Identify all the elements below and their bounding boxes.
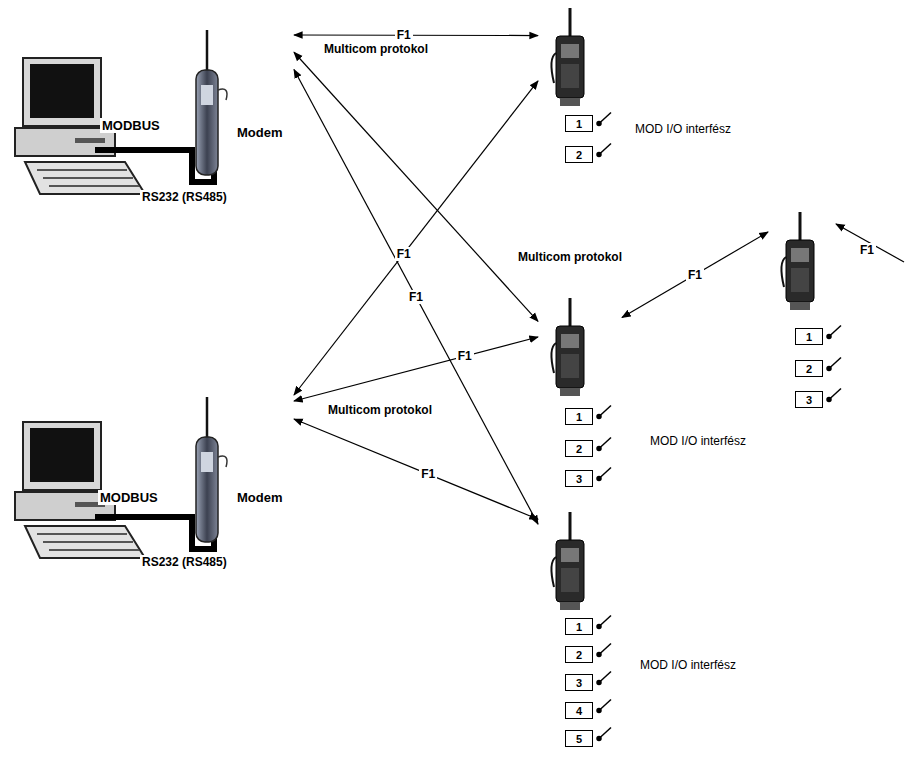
interface-label: MOD I/O interfész <box>640 658 736 672</box>
io-channel-box: 2 <box>565 440 593 457</box>
radio-link <box>622 232 768 318</box>
frequency-label: F1 <box>686 268 704 282</box>
channel-number: 2 <box>806 363 812 375</box>
radio-link <box>294 419 538 519</box>
io-channel-box: 3 <box>795 391 823 408</box>
protocol-label: Multicom protokol <box>516 250 624 264</box>
protocol-label: Multicom protokol <box>326 403 434 417</box>
interface-label: MOD I/O interfész <box>635 122 731 136</box>
io-channel-box: 3 <box>565 674 593 691</box>
channel-number: 1 <box>576 411 582 423</box>
channel-number: 5 <box>576 733 582 745</box>
io-channel-box: 3 <box>565 470 593 487</box>
radio-station: 1 2 3 <box>770 212 850 412</box>
io-channel-box: 4 <box>565 702 593 719</box>
io-channel-box: 2 <box>795 360 823 377</box>
radio-station: MOD I/O interfész12345 <box>540 512 620 754</box>
device-label: Modem <box>237 125 283 140</box>
io-channel-box: 2 <box>565 146 593 163</box>
bus-label: MODBUS <box>98 490 160 505</box>
channel-number: 2 <box>576 149 582 161</box>
channel-number: 3 <box>576 473 582 485</box>
protocol-label: Multicom protokol <box>322 42 430 56</box>
radio-link <box>294 52 538 321</box>
channel-number: 2 <box>576 443 582 455</box>
io-channel-box: 1 <box>565 618 593 635</box>
frequency-label: F1 <box>395 28 413 42</box>
frequency-label: F1 <box>395 247 413 261</box>
radio-link <box>294 70 538 525</box>
port-label: RS232 (RS485) <box>140 190 229 204</box>
channel-number: 3 <box>576 677 582 689</box>
radio-link <box>294 81 538 395</box>
channel-number: 1 <box>576 621 582 633</box>
radio-link <box>294 337 538 401</box>
frequency-label: F1 <box>407 290 425 304</box>
radio-station: MOD I/O interfész123 <box>540 298 620 493</box>
modem-unit: Modem <box>185 395 292 515</box>
modem-unit: Modem <box>185 35 292 150</box>
device-label: Modem <box>237 490 283 505</box>
channel-number: 2 <box>576 649 582 661</box>
channel-number: 3 <box>806 394 812 406</box>
io-channel-box: 5 <box>565 730 593 747</box>
io-channel-box: 1 <box>565 115 593 132</box>
channel-number: 4 <box>576 705 582 717</box>
bus-label: MODBUS <box>100 118 162 133</box>
channel-number: 1 <box>806 331 812 343</box>
frequency-label: F1 <box>858 243 876 257</box>
port-label: RS232 (RS485) <box>140 555 229 569</box>
radio-station: MOD I/O interfész12 <box>540 8 620 170</box>
channel-number: 1 <box>576 118 582 130</box>
radio-link <box>294 34 538 36</box>
frequency-label: F1 <box>419 467 437 481</box>
io-channel-box: 1 <box>565 408 593 425</box>
frequency-label: F1 <box>456 349 474 363</box>
io-channel-box: 1 <box>795 328 823 345</box>
interface-label: MOD I/O interfész <box>650 434 746 448</box>
io-channel-box: 2 <box>565 646 593 663</box>
